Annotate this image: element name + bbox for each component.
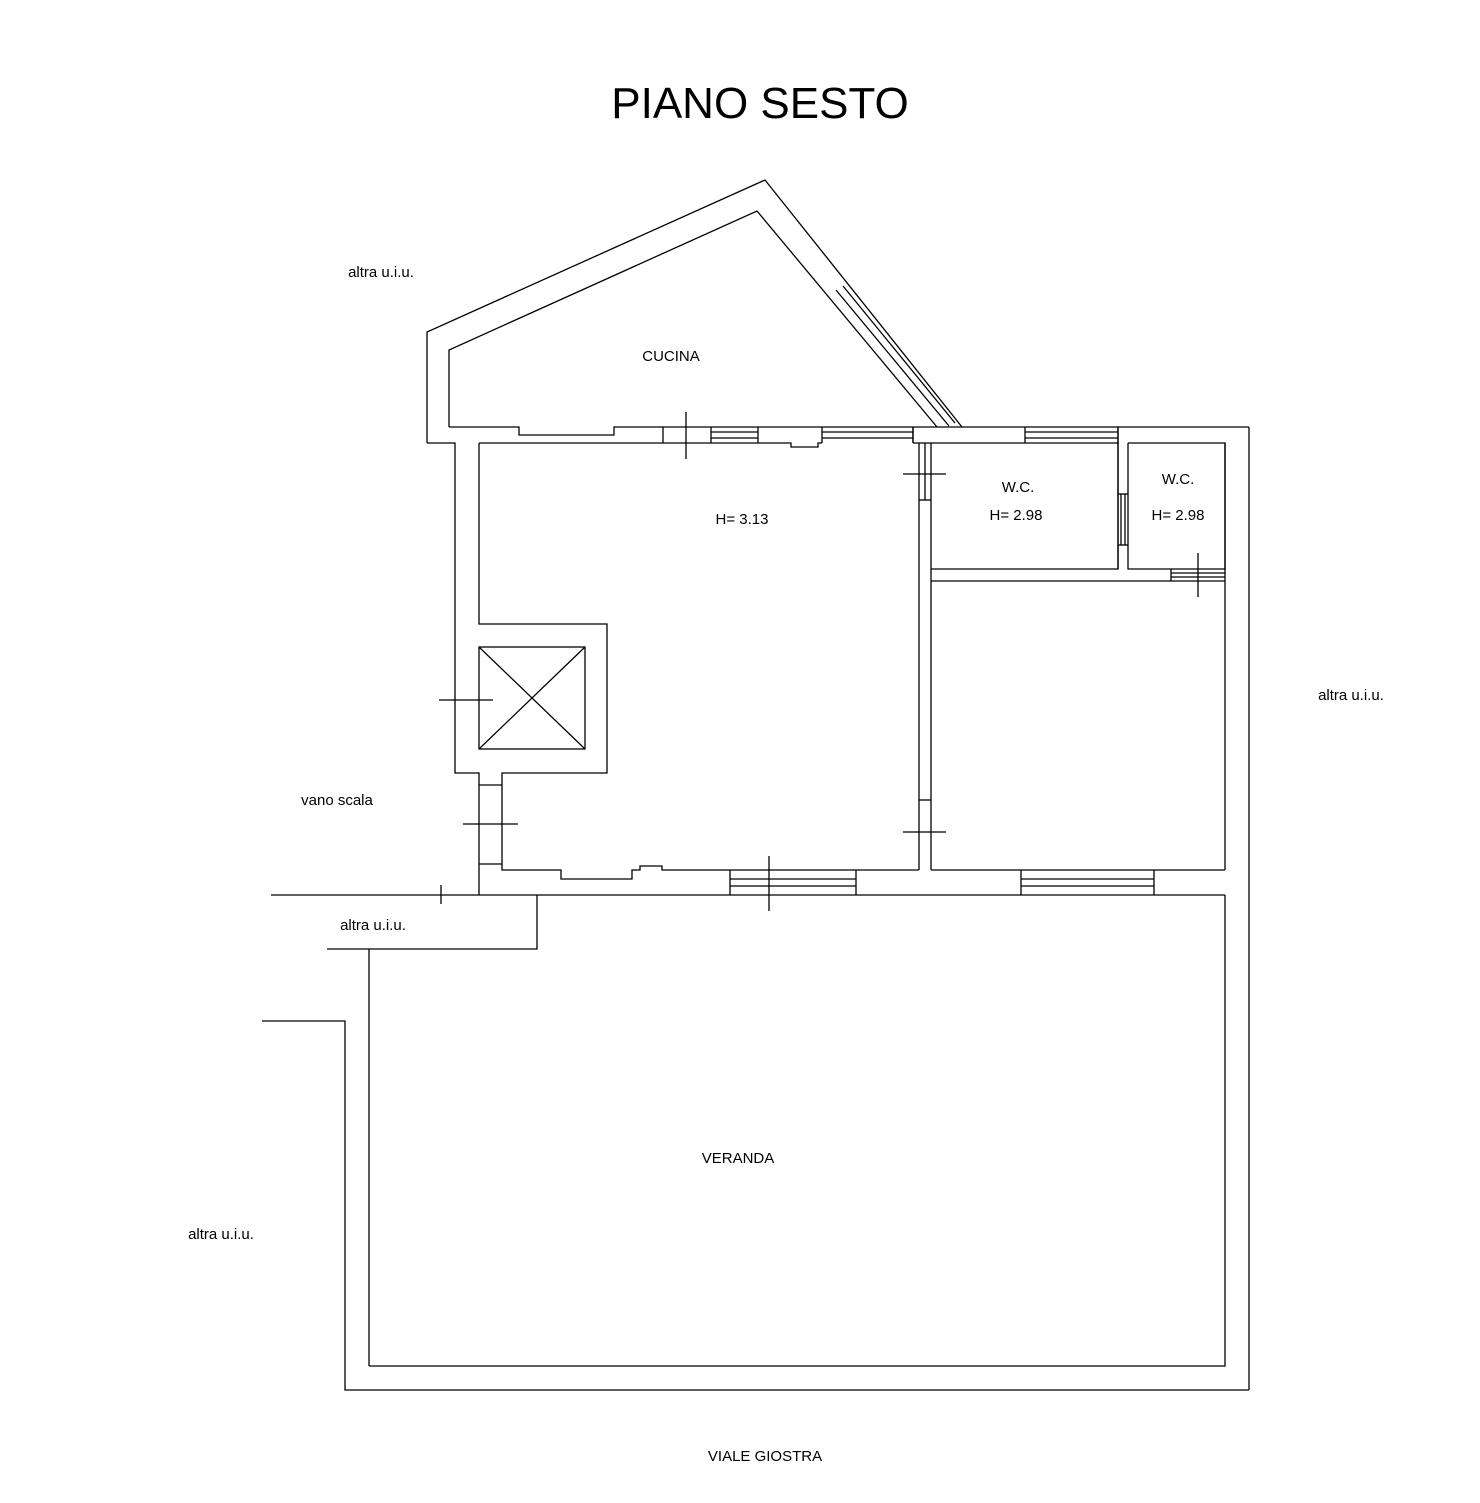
- label-main-height: H= 3.13: [716, 511, 769, 528]
- label-neighbor-top-left: altra u.i.u.: [348, 264, 414, 281]
- veranda-walls: [262, 895, 1249, 1391]
- elevator-shaft: [478, 646, 586, 750]
- plan-title: PIANO SESTO: [611, 79, 909, 128]
- label-wc1: W.C.: [1002, 479, 1035, 496]
- label-neighbor-bottom-left: altra u.i.u.: [188, 1226, 254, 1243]
- label-neighbor-mid-left: altra u.i.u.: [340, 917, 406, 934]
- label-stairwell: vano scala: [301, 792, 373, 809]
- bottom-wall: [271, 856, 1225, 911]
- left-walls: [427, 442, 730, 895]
- kitchen-walls: [426, 179, 963, 443]
- label-wc1-height: H= 2.98: [990, 507, 1043, 524]
- label-veranda: VERANDA: [702, 1150, 775, 1167]
- label-cucina: CUCINA: [642, 348, 700, 365]
- label-wc2-height: H= 2.98: [1152, 507, 1205, 524]
- partition-walls: [903, 427, 946, 870]
- label-street: VIALE GIOSTRA: [708, 1448, 822, 1465]
- right-walls: [931, 427, 1250, 1390]
- top-wall: [449, 412, 1249, 459]
- label-neighbor-right: altra u.i.u.: [1318, 687, 1384, 704]
- label-wc2: W.C.: [1162, 471, 1195, 488]
